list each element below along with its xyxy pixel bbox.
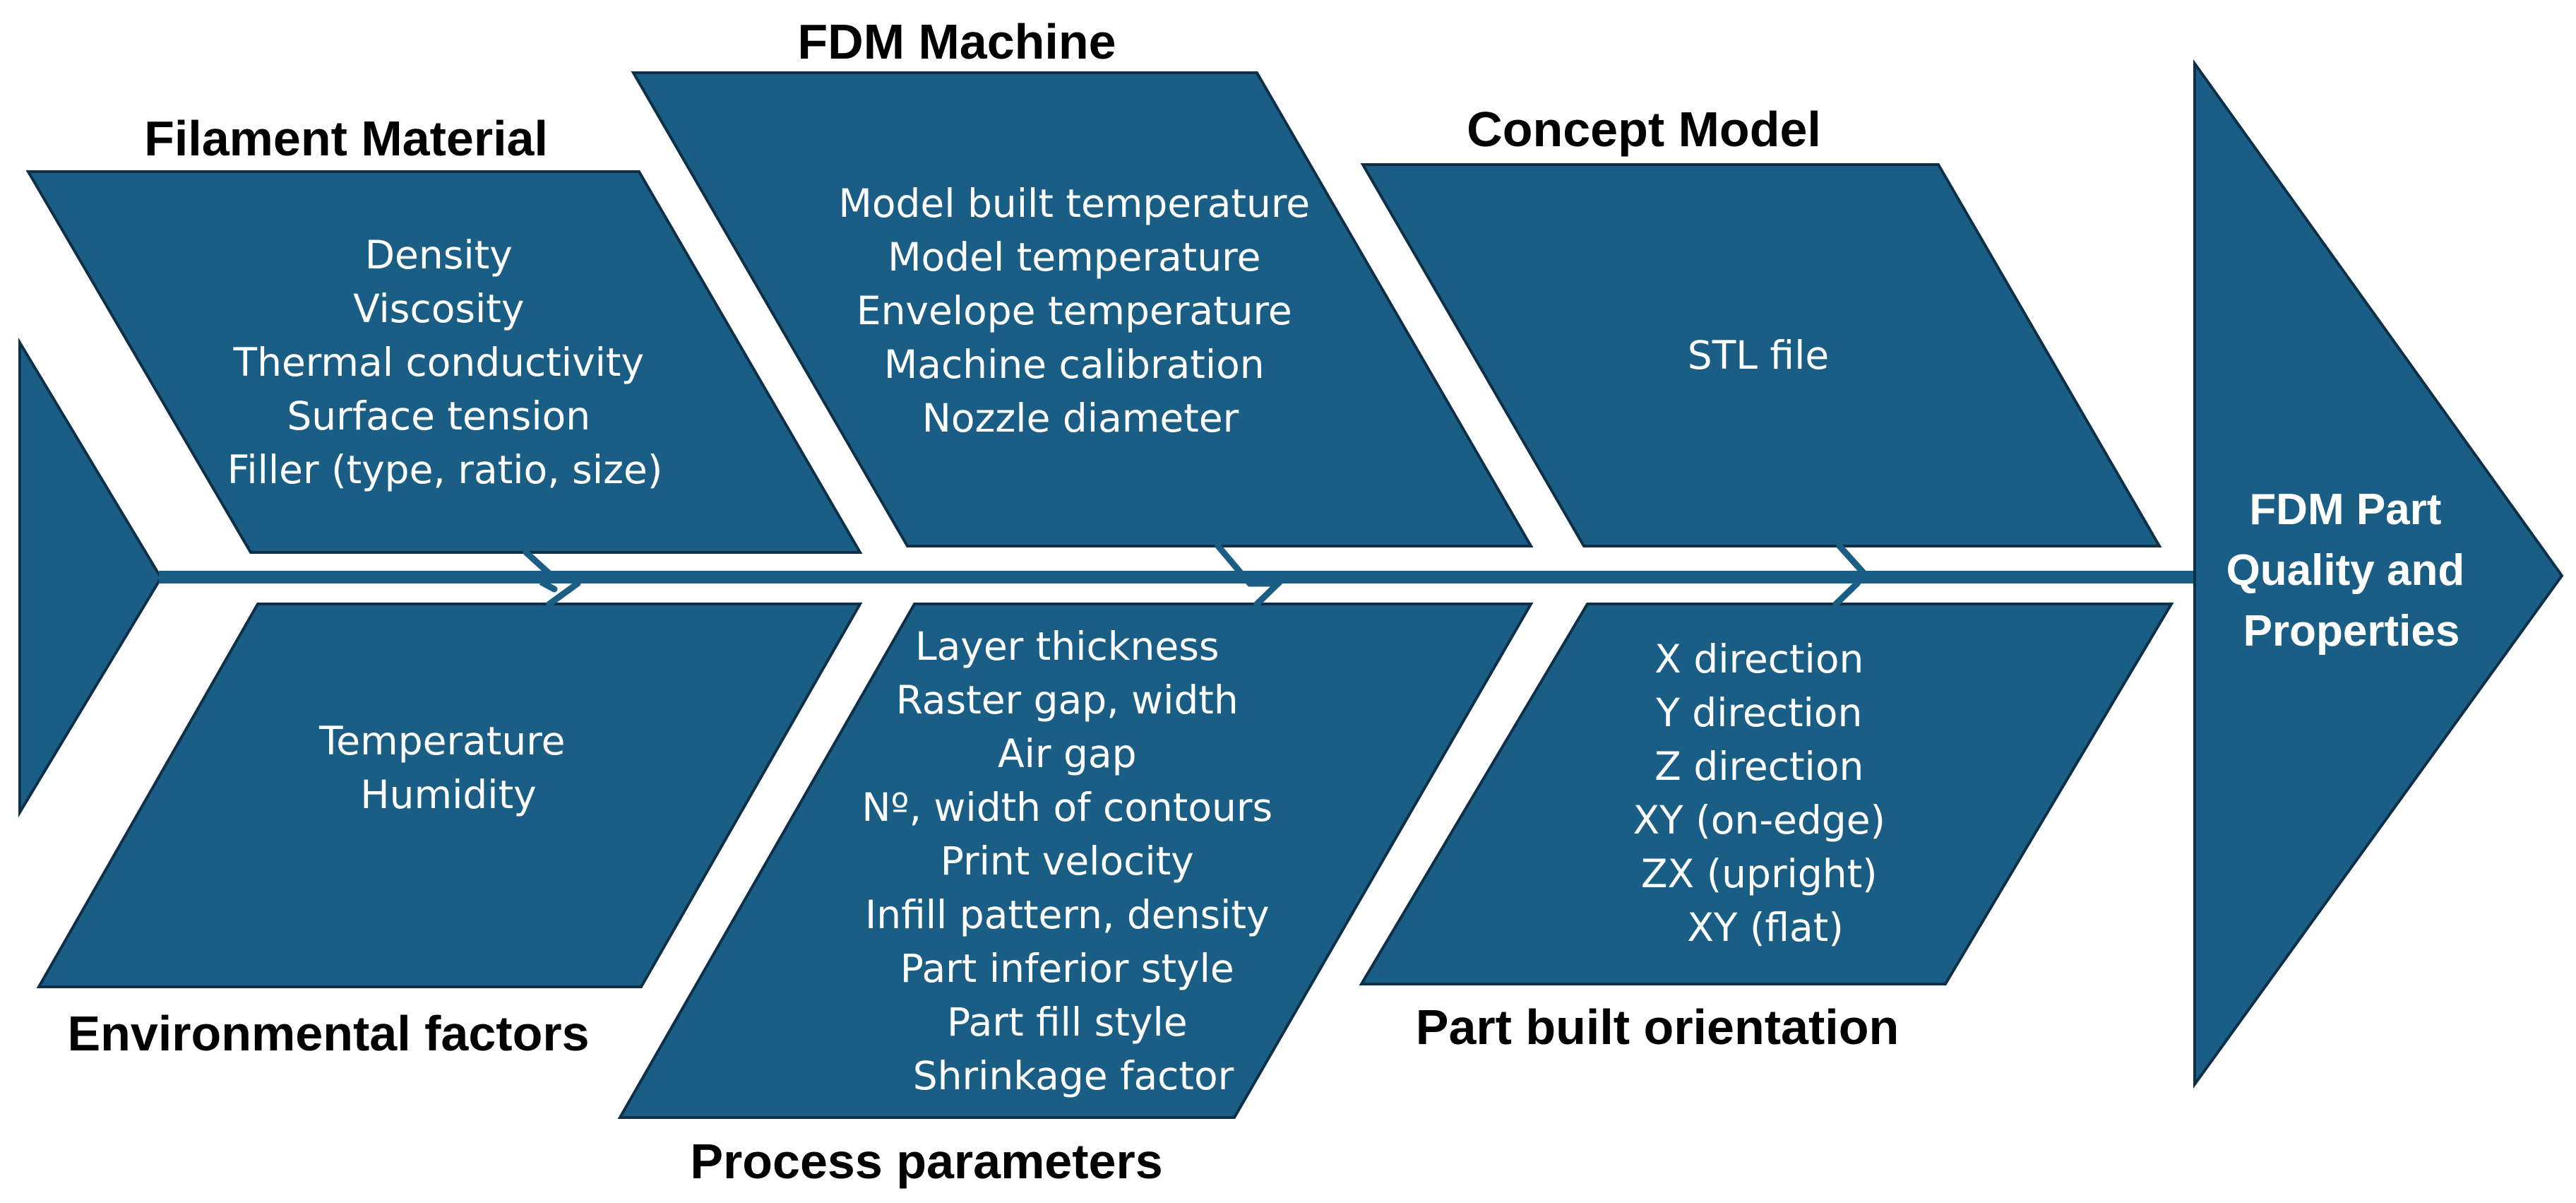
cause-items-process-parameters: Layer thickness Raster gap, width Air ga…	[861, 624, 1284, 1098]
effect-line-3: Properties	[2243, 607, 2460, 656]
cause-item: Z direction	[1654, 744, 1864, 789]
cause-item: XY (on-edge)	[1633, 798, 1885, 843]
cause-items-filament-material: Density Viscosity Thermal conductivity S…	[227, 232, 663, 492]
cause-item: Filler (type, ratio, size)	[227, 447, 663, 492]
effect-line-2: Quality and	[2226, 546, 2465, 595]
cause-box-part-built-orientation	[1359, 603, 2174, 985]
cause-item: Machine calibration	[884, 342, 1265, 387]
cause-item: Air gap	[998, 731, 1137, 776]
cause-item: Surface tension	[287, 393, 590, 439]
cause-box-fdm-machine	[631, 71, 1534, 547]
cause-items-part-built-orientation: X direction Y direction Z direction XY (…	[1633, 636, 1897, 950]
cause-item: Temperature	[318, 718, 565, 764]
connector-filament-material	[523, 549, 558, 593]
cause-item: Model temperature	[888, 235, 1260, 280]
cause-heading-fdm-machine: FDM Machine	[797, 14, 1116, 69]
cause-item: X direction	[1654, 636, 1864, 682]
spine	[159, 571, 2196, 583]
cause-item: Envelope temperature	[857, 288, 1292, 333]
cause-box-environmental-factors	[36, 603, 863, 988]
cause-box-filament-material	[25, 170, 863, 554]
cause-item: Nozzle diameter	[922, 396, 1239, 441]
effect-text: FDM Part Quality and Properties	[2226, 485, 2477, 656]
spine-connectors	[523, 543, 1868, 608]
cause-item: Infill pattern, density	[865, 892, 1269, 937]
effect-head	[2193, 59, 2564, 1089]
cause-heading-concept-model: Concept Model	[1467, 102, 1821, 157]
cause-heading-environmental-factors: Environmental factors	[67, 1006, 589, 1061]
fish-tail	[18, 337, 163, 818]
cause-heading-process-parameters: Process parameters	[690, 1134, 1162, 1189]
cause-item: Part fill style	[947, 1000, 1188, 1045]
cause-items-fdm-machine: Model built temperature Model temperatur…	[838, 181, 1322, 441]
cause-heading-filament-material: Filament Material	[144, 111, 548, 166]
cause-item: Print velocity	[941, 838, 1194, 884]
cause-item: Humidity	[360, 772, 536, 817]
cause-item: Raster gap, width	[896, 677, 1239, 723]
cause-item: Model built temperature	[838, 181, 1310, 226]
cause-item: Thermal conductivity	[232, 340, 644, 385]
cause-item: STL file	[1688, 333, 1829, 378]
connector-fdm-machine	[1215, 543, 1287, 608]
cause-item: Density	[365, 232, 513, 278]
effect-line-1: FDM Part	[2249, 485, 2441, 534]
cause-item: XY (flat)	[1687, 905, 1844, 950]
cause-items-concept-model: STL file	[1688, 333, 1829, 378]
cause-item: Nº, width of contours	[861, 785, 1272, 830]
connector-concept-model	[1832, 543, 1868, 608]
cause-heading-part-built-orientation: Part built orientation	[1416, 1000, 1899, 1055]
cause-item: ZX (upright)	[1641, 851, 1878, 896]
cause-item: Part inferior style	[900, 946, 1234, 991]
cause-item: Layer thickness	[915, 624, 1220, 669]
cause-box-process-parameters	[617, 603, 1534, 1119]
cause-item: Shrinkage factor	[913, 1053, 1234, 1098]
cause-box-concept-model	[1360, 163, 2162, 547]
cause-item: Viscosity	[353, 286, 524, 331]
cause-item: Y direction	[1655, 690, 1862, 735]
connector-environmental-factors	[546, 580, 581, 608]
cause-items-environmental-factors: Temperature Humidity	[318, 718, 578, 817]
